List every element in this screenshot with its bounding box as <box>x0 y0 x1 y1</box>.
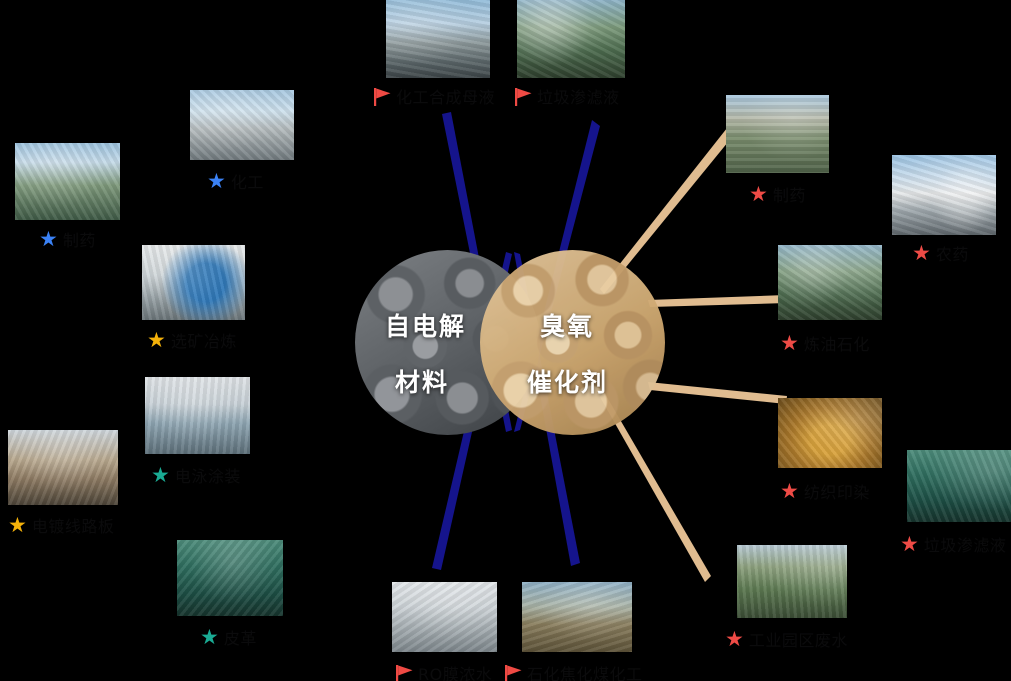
node-label: 垃圾渗滤液 <box>537 88 620 107</box>
node-n05[interactable]: ★选矿冶炼 <box>147 328 237 352</box>
photo-thumbnail <box>892 155 996 235</box>
node-n06[interactable]: ★电泳涂装 <box>151 463 241 487</box>
node-n08[interactable]: ★皮革 <box>200 625 257 649</box>
flag-icon <box>515 87 532 106</box>
flag-icon <box>374 87 391 106</box>
left-circle-label-line1: 自电解 <box>385 313 467 341</box>
right-circle-label-line1: 臭氧 <box>540 313 595 341</box>
photo-overlay <box>737 545 847 618</box>
photo-thumbnail <box>392 582 497 652</box>
star-icon: ★ <box>8 513 27 537</box>
photo-overlay <box>392 582 497 652</box>
node-label: RO膜浓水 <box>418 665 493 681</box>
photo-overlay <box>907 450 1011 522</box>
node-label: 工业园区废水 <box>748 631 848 650</box>
photo-thumbnail <box>190 90 294 160</box>
photo-overlay <box>892 155 996 235</box>
node-label: 化工合成母液 <box>396 88 496 107</box>
photo-overlay <box>145 377 250 454</box>
node-n14[interactable]: ★纺织印染 <box>780 479 870 503</box>
node-n07[interactable]: ★电镀线路板 <box>8 513 114 537</box>
photo-thumbnail <box>177 540 283 616</box>
node-n15[interactable]: ★垃圾渗滤液 <box>900 532 1006 556</box>
photo-overlay <box>142 245 245 320</box>
right-circle-label-line2: 催化剂 <box>527 369 609 397</box>
node-n16[interactable]: ★工业园区废水 <box>725 627 848 651</box>
node-label: 石化焦化煤化工 <box>527 665 643 681</box>
node-label: 电泳涂装 <box>174 467 241 486</box>
photo-thumbnail <box>145 377 250 454</box>
node-n10[interactable]: 石化焦化煤化工 <box>505 661 643 681</box>
photo-overlay <box>778 245 882 320</box>
node-label: 电镀线路板 <box>31 517 115 536</box>
photo-overlay <box>522 582 632 652</box>
star-icon: ★ <box>912 241 931 265</box>
photo-thumbnail <box>142 245 245 320</box>
node-n11[interactable]: ★制药 <box>749 182 806 206</box>
photo-thumbnail <box>778 398 882 468</box>
star-icon: ★ <box>151 463 170 487</box>
star-icon: ★ <box>725 627 744 651</box>
node-label: 皮革 <box>223 629 257 648</box>
node-n02[interactable]: 垃圾渗滤液 <box>515 84 620 108</box>
node-n13[interactable]: ★炼油石化 <box>780 331 870 355</box>
node-n01[interactable]: 化工合成母液 <box>374 84 495 108</box>
photo-thumbnail <box>386 0 490 78</box>
photo-thumbnail <box>8 430 118 505</box>
photo-overlay <box>15 143 120 220</box>
ray-right-upper <box>648 295 787 307</box>
node-label: 炼油石化 <box>803 335 870 354</box>
photo-overlay <box>778 398 882 468</box>
photo-thumbnail <box>517 0 625 78</box>
node-label: 农药 <box>935 245 969 264</box>
photo-thumbnail <box>726 95 829 173</box>
node-n09[interactable]: RO膜浓水 <box>396 661 492 681</box>
node-n04[interactable]: ★制药 <box>39 227 96 251</box>
star-icon: ★ <box>147 328 166 352</box>
node-label: 垃圾渗滤液 <box>923 536 1007 555</box>
photo-overlay <box>8 430 118 505</box>
right-circle-ozone-catalyst <box>480 250 665 435</box>
photo-thumbnail <box>907 450 1011 522</box>
star-icon: ★ <box>749 182 768 206</box>
photo-overlay <box>190 90 294 160</box>
node-label: 制药 <box>772 186 806 205</box>
node-label: 制药 <box>62 231 96 250</box>
photo-overlay <box>177 540 283 616</box>
node-n12[interactable]: ★农药 <box>912 241 969 265</box>
photo-thumbnail <box>15 143 120 220</box>
star-icon: ★ <box>207 169 226 193</box>
flag-icon <box>505 664 522 681</box>
star-icon: ★ <box>39 227 58 251</box>
node-label: 纺织印染 <box>803 483 870 502</box>
star-icon: ★ <box>780 479 799 503</box>
node-label: 化工 <box>230 173 264 192</box>
photo-overlay <box>386 0 490 78</box>
star-icon: ★ <box>780 331 799 355</box>
photo-overlay <box>726 95 829 173</box>
star-icon: ★ <box>200 625 219 649</box>
center-venn: 自电解 材料 臭氧 催化剂 <box>355 250 665 435</box>
ray-right-lower <box>648 382 787 404</box>
star-icon: ★ <box>900 532 919 556</box>
photo-thumbnail <box>778 245 882 320</box>
photo-thumbnail <box>737 545 847 618</box>
node-n03[interactable]: ★化工 <box>207 169 264 193</box>
photo-thumbnail <box>522 582 632 652</box>
node-label: 选矿冶炼 <box>170 332 237 351</box>
left-circle-label-line2: 材料 <box>395 369 450 397</box>
flag-icon <box>396 664 413 681</box>
photo-overlay <box>517 0 625 78</box>
